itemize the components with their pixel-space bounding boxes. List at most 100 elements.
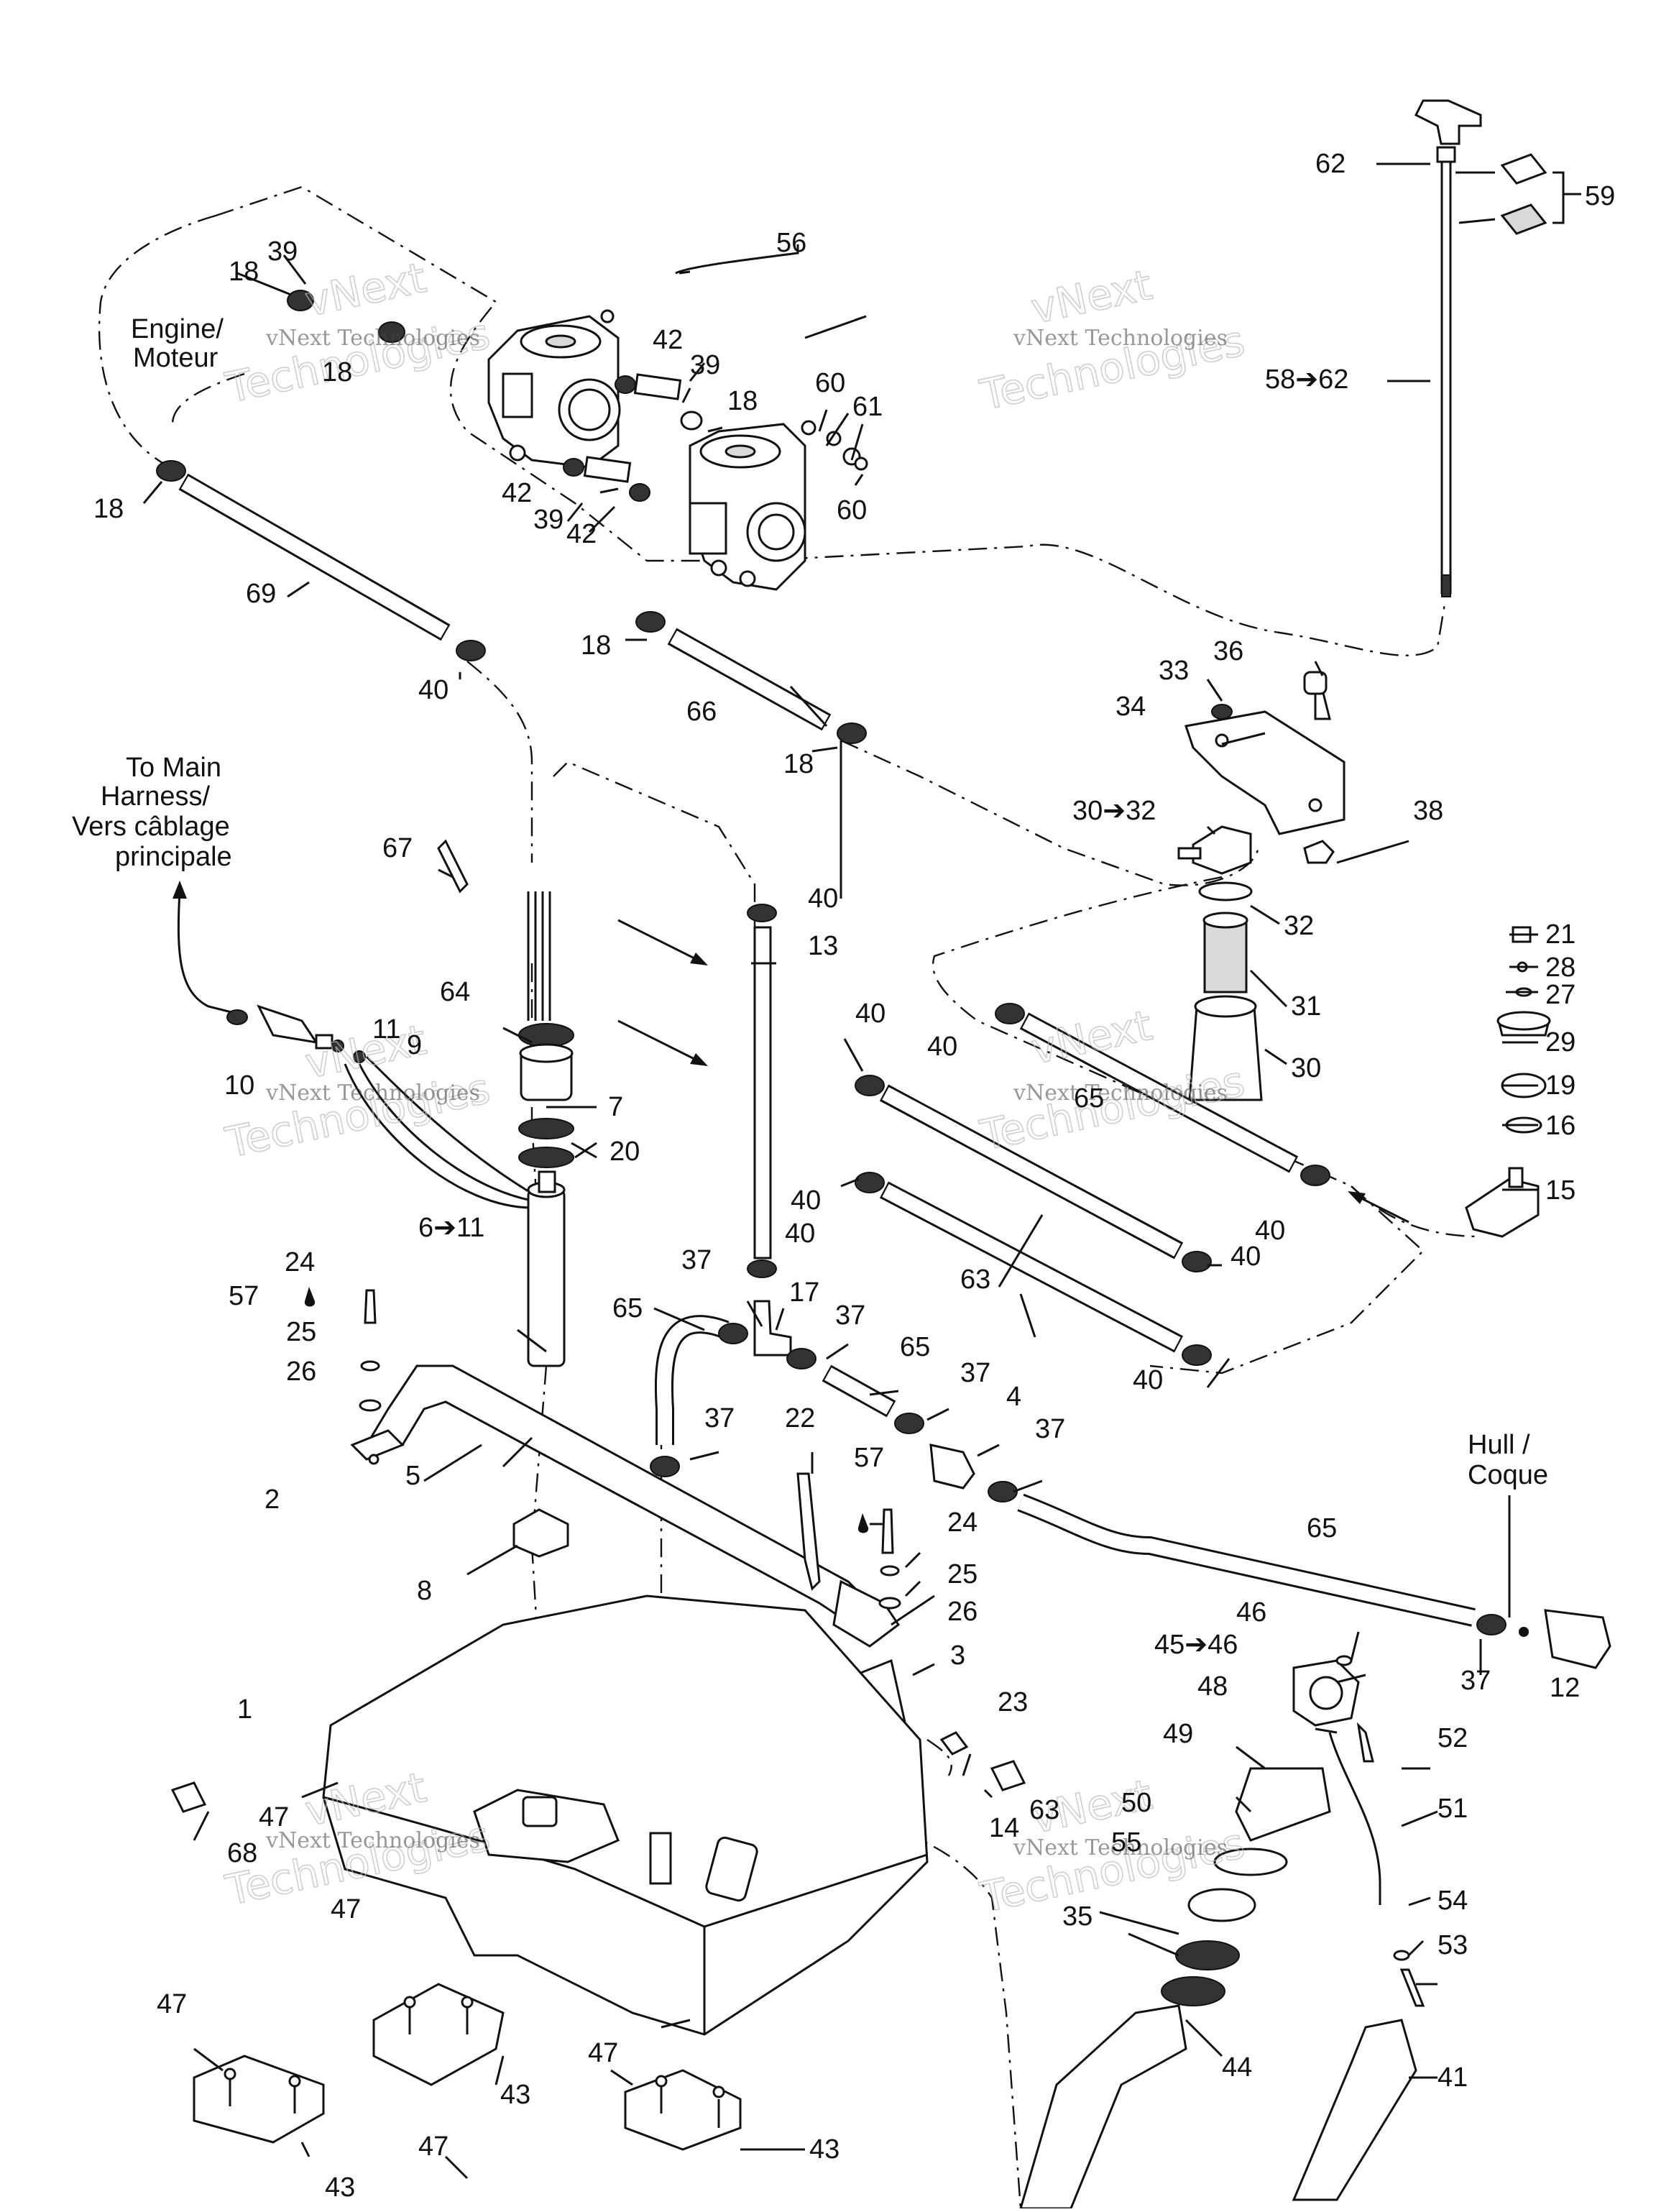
label-50: 50 xyxy=(1121,1788,1151,1818)
label-18-66a: 18 xyxy=(581,630,611,661)
dipstick-assembly xyxy=(1376,99,1581,597)
filler-neck xyxy=(1019,1655,1425,2210)
svg-text:vNext Technologies: vNext Technologies xyxy=(265,1080,480,1106)
label-39-bottom: 39 xyxy=(533,505,564,535)
hose-63-upper xyxy=(855,1075,1212,1272)
label-10: 10 xyxy=(224,1070,254,1101)
label-43-c: 43 xyxy=(325,2172,355,2203)
label-13: 13 xyxy=(808,931,838,961)
label-59: 59 xyxy=(1585,181,1615,211)
engine-note-line2: Moteur xyxy=(133,343,218,373)
label-62: 62 xyxy=(1315,149,1346,179)
label-25-left: 25 xyxy=(286,1317,316,1347)
hose-63-lower xyxy=(855,1172,1212,1366)
svg-text:vNext Technologies: vNext Technologies xyxy=(265,326,480,351)
vent-valve-assembly xyxy=(1465,926,1551,1238)
label-67: 67 xyxy=(382,833,413,863)
label-34: 34 xyxy=(1116,692,1146,722)
label-21: 21 xyxy=(1545,919,1576,950)
label-40-63b: 40 xyxy=(791,1185,821,1216)
label-37-e: 37 xyxy=(1035,1414,1065,1444)
label-42-mid: 42 xyxy=(502,478,532,508)
label-24-right: 24 xyxy=(947,1507,978,1538)
label-57-right: 57 xyxy=(854,1443,884,1473)
hose-65-short xyxy=(822,1364,1018,1502)
label-47-c: 47 xyxy=(157,1989,187,2019)
label-64: 64 xyxy=(440,977,470,1007)
label-31: 31 xyxy=(1291,991,1321,1022)
label-42-bottom: 42 xyxy=(566,519,597,549)
label-61: 61 xyxy=(852,392,883,422)
label-37-c: 37 xyxy=(960,1358,990,1388)
hose-65-left xyxy=(650,1315,816,1477)
label-66: 66 xyxy=(686,697,717,727)
label-43-a: 43 xyxy=(500,2080,530,2110)
flow-arrows xyxy=(617,919,1409,1224)
svg-text:Technologies: Technologies xyxy=(221,309,494,413)
label-2: 2 xyxy=(264,1484,280,1515)
label-25-right: 25 xyxy=(947,1559,978,1589)
label-58-62: 58➔62 xyxy=(1265,364,1348,395)
label-55: 55 xyxy=(1111,1827,1141,1858)
harness-note-line2: Harness/ xyxy=(101,781,210,812)
label-39-top: 39 xyxy=(267,237,298,267)
label-47-d: 47 xyxy=(588,2038,618,2068)
hull-note-line2: Coque xyxy=(1468,1460,1548,1490)
label-14: 14 xyxy=(989,1813,1019,1843)
label-49: 49 xyxy=(1163,1719,1193,1749)
hose-39-top xyxy=(264,237,405,343)
label-17: 17 xyxy=(789,1277,819,1308)
label-40-13b: 40 xyxy=(785,1219,815,1249)
label-22: 22 xyxy=(785,1403,815,1433)
leader-lines xyxy=(142,254,1538,2180)
label-20: 20 xyxy=(610,1137,640,1167)
label-51: 51 xyxy=(1438,1794,1468,1824)
label-42-top: 42 xyxy=(653,325,683,355)
label-27: 27 xyxy=(1545,980,1576,1010)
carburetor-right xyxy=(689,423,806,591)
label-65-left: 65 xyxy=(612,1293,643,1323)
label-18-66b: 18 xyxy=(783,749,814,779)
label-63-b: 63 xyxy=(1029,1795,1059,1825)
label-37-b: 37 xyxy=(835,1300,865,1331)
hose-66 xyxy=(635,611,867,744)
label-47-a: 47 xyxy=(259,1802,289,1832)
label-40-right: 40 xyxy=(927,1032,957,1062)
label-69: 69 xyxy=(246,579,276,609)
label-39-mid: 39 xyxy=(690,350,720,380)
pads xyxy=(170,1760,1026,2151)
label-40-top: 40 xyxy=(418,675,448,705)
hose-13 xyxy=(747,904,792,1357)
label-12: 12 xyxy=(1550,1673,1580,1703)
svg-text:vNext: vNext xyxy=(301,253,431,326)
label-68: 68 xyxy=(227,1838,257,1868)
harness-note-line3: Vers câblage xyxy=(72,812,230,842)
label-8: 8 xyxy=(417,1576,432,1606)
label-40-63c: 40 xyxy=(1255,1216,1285,1246)
fuel-tank xyxy=(322,1594,929,2036)
fuel-pickup xyxy=(512,891,574,1558)
label-18-top: 18 xyxy=(229,257,259,287)
label-44: 44 xyxy=(1222,2052,1252,2083)
hose-65-long xyxy=(1017,1493,1611,1669)
svg-text:vNext Technologies: vNext Technologies xyxy=(1013,1080,1228,1106)
label-30: 30 xyxy=(1291,1053,1321,1083)
label-3: 3 xyxy=(950,1640,965,1671)
harness-connector xyxy=(172,881,533,1209)
svg-text:vNext: vNext xyxy=(1027,260,1156,334)
hose-69 xyxy=(156,460,486,661)
label-37-f: 37 xyxy=(1460,1666,1491,1696)
label-18-engine: 18 xyxy=(322,357,352,387)
hull-note-line1: Hull / xyxy=(1468,1430,1530,1460)
fuel-filter xyxy=(1177,825,1263,1101)
carburetor-left xyxy=(487,309,621,469)
label-33: 33 xyxy=(1159,656,1189,686)
label-60-bottom: 60 xyxy=(837,495,867,526)
part-labels: 62 59 58➔62 56 39 18 18 42 39 18 60 61 6… xyxy=(93,149,1615,2203)
label-24-left: 24 xyxy=(285,1247,315,1277)
label-37-a: 37 xyxy=(681,1245,712,1275)
engine-note-line1: Engine/ xyxy=(131,314,224,344)
label-60-top: 60 xyxy=(815,368,845,398)
